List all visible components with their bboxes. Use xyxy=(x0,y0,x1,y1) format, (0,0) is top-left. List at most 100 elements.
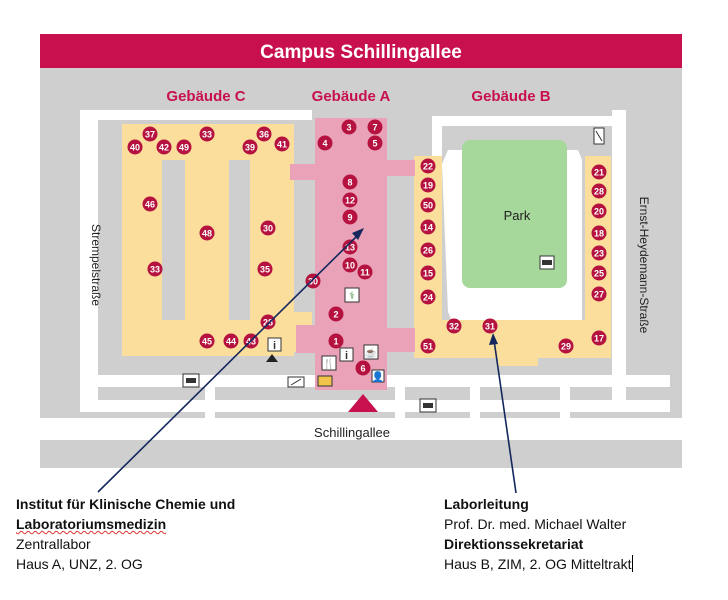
map-icons: i i ⚕ 🍴 ☕ 👤 xyxy=(182,127,605,413)
info-left-line2: Laboratoriumsmedizin xyxy=(16,516,167,532)
room-marker-label: 36 xyxy=(259,130,269,140)
bicycle-icon xyxy=(287,376,305,388)
room-marker-label: 6 xyxy=(360,364,365,374)
info-left-line4: Haus A, UNZ, 2. OG xyxy=(16,556,143,572)
room-marker-label: 5 xyxy=(372,139,377,149)
room-marker-36 xyxy=(256,126,272,142)
room-marker-label: 23 xyxy=(594,249,604,259)
room-marker-label: 42 xyxy=(159,143,169,153)
room-marker-7 xyxy=(367,119,383,135)
arrow-head-icon xyxy=(489,333,498,345)
info-right-line4-text: Haus B, ZIM, 2. OG Mitteltrakt xyxy=(444,556,632,572)
room-marker-label: 41 xyxy=(277,140,287,150)
room-marker-24 xyxy=(420,289,436,305)
info-right-line4[interactable]: Haus B, ZIM, 2. OG Mitteltrakt xyxy=(444,554,634,574)
room-marker-46 xyxy=(142,196,158,212)
room-marker-3 xyxy=(341,119,357,135)
room-marker-label: 24 xyxy=(423,293,433,303)
room-marker-28 xyxy=(591,183,607,199)
svg-text:☕: ☕ xyxy=(365,346,377,359)
svg-text:👤: 👤 xyxy=(372,370,384,383)
room-marker-4 xyxy=(317,135,333,151)
room-marker-label: 21 xyxy=(594,168,604,178)
room-markers: 3733364042493941464830333528454443374581… xyxy=(127,119,607,376)
svg-text:i: i xyxy=(345,350,348,362)
room-marker-label: 33 xyxy=(150,265,160,275)
map-title: Campus Schillingallee xyxy=(260,42,462,63)
room-marker-label: 28 xyxy=(263,318,273,328)
room-marker-20 xyxy=(591,203,607,219)
park-label: Park xyxy=(504,208,531,223)
room-marker-51 xyxy=(420,338,436,354)
room-marker-label: 3 xyxy=(346,123,351,133)
room-marker-label: 26 xyxy=(423,246,433,256)
info-icon: i xyxy=(267,337,282,352)
parking-icon xyxy=(539,255,555,270)
room-marker-label: 18 xyxy=(594,229,604,239)
svg-text:i: i xyxy=(273,340,276,352)
room-marker-label: 29 xyxy=(561,342,571,352)
street-strempelstrasse: Strempelstraße xyxy=(89,224,103,306)
info-left-line1: Institut für Klinische Chemie und xyxy=(16,496,236,512)
info-right-line1: Laborleitung xyxy=(444,496,529,512)
room-marker-44 xyxy=(223,333,239,349)
room-marker-25 xyxy=(591,265,607,281)
label-gebaeude-c: Gebäude C xyxy=(166,88,245,105)
room-marker-27 xyxy=(591,286,607,302)
room-marker-40 xyxy=(127,139,143,155)
room-marker-11 xyxy=(357,264,373,280)
room-marker-label: 35 xyxy=(260,265,270,275)
entrance-arrow-icon xyxy=(348,394,378,412)
room-marker-label: 32 xyxy=(449,322,459,332)
bicycle-icon xyxy=(593,127,605,145)
room-marker-9 xyxy=(342,209,358,225)
room-marker-label: 2 xyxy=(333,310,338,320)
room-marker-29 xyxy=(558,338,574,354)
room-marker-label: 49 xyxy=(179,143,189,153)
room-marker-17 xyxy=(591,330,607,346)
room-marker-label: 14 xyxy=(423,223,433,233)
room-marker-label: 1 xyxy=(333,337,338,347)
room-marker-39 xyxy=(242,139,258,155)
room-marker-33 xyxy=(147,261,163,277)
room-marker-30 xyxy=(305,273,321,289)
room-marker-6 xyxy=(355,360,371,376)
room-marker-42 xyxy=(156,139,172,155)
entrance-arrow-icon xyxy=(266,354,278,362)
room-marker-41 xyxy=(274,136,290,152)
parking-icon xyxy=(419,398,437,413)
text-cursor xyxy=(632,555,634,572)
info-icon: i xyxy=(339,347,354,362)
room-marker-label: 22 xyxy=(423,162,433,172)
room-marker-label: 40 xyxy=(130,143,140,153)
room-marker-label: 8 xyxy=(347,178,352,188)
room-marker-label: 15 xyxy=(423,269,433,279)
arrow-head-icon xyxy=(352,228,364,240)
arrow-to-haus-a xyxy=(97,232,361,493)
cafeteria-icon: ☕ xyxy=(363,344,379,360)
room-marker-35 xyxy=(257,261,273,277)
room-marker-13 xyxy=(342,239,358,255)
room-marker-49 xyxy=(176,139,192,155)
room-marker-label: 50 xyxy=(423,201,433,211)
room-marker-label: 11 xyxy=(360,268,370,278)
map-header-bar xyxy=(40,34,682,68)
room-marker-label: 51 xyxy=(423,342,433,352)
room-marker-5 xyxy=(367,135,383,151)
room-marker-label: 4 xyxy=(322,139,327,149)
info-left-line3: Zentrallabor xyxy=(16,536,91,552)
room-marker-label: 31 xyxy=(485,322,495,332)
street-ernst-heydemann-strasse: Ernst-Heydemann-Straße xyxy=(637,197,651,334)
room-marker-15 xyxy=(420,265,436,281)
room-marker-label: 37 xyxy=(145,130,155,140)
label-gebaeude-b: Gebäude B xyxy=(471,88,550,105)
atm-icon xyxy=(317,375,333,387)
room-marker-label: 27 xyxy=(594,290,604,300)
room-marker-label: 44 xyxy=(226,337,236,347)
room-marker-23 xyxy=(591,245,607,261)
room-marker-label: 10 xyxy=(345,261,355,271)
room-marker-label: 25 xyxy=(594,269,604,279)
room-marker-label: 20 xyxy=(594,207,604,217)
room-marker-45 xyxy=(199,333,215,349)
